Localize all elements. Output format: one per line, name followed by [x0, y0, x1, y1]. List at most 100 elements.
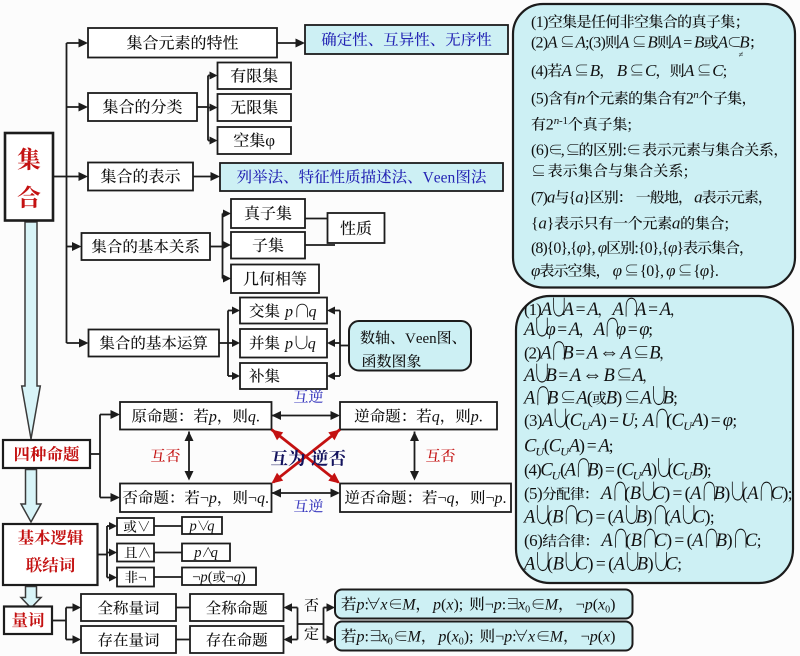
svg-text:): ): [727, 530, 733, 551]
svg-text:0: 0: [388, 637, 393, 648]
svg-text:n: n: [554, 115, 560, 127]
svg-text:φ: φ: [598, 238, 607, 257]
svg-text:¬: ¬: [495, 629, 504, 646]
svg-text:⇔: ⇔: [582, 364, 602, 386]
svg-text:): ): [616, 388, 622, 409]
svg-text:C: C: [576, 555, 589, 575]
svg-text:p: p: [208, 490, 217, 507]
svg-text:φ: φ: [700, 261, 709, 280]
svg-text:B: B: [587, 461, 598, 481]
svg-text:): ): [705, 507, 711, 528]
svg-text:): ): [610, 597, 615, 614]
svg-text:A: A: [540, 411, 554, 431]
svg-text:φ: φ: [577, 238, 586, 257]
svg-text:C: C: [672, 411, 685, 431]
svg-text:B: B: [631, 531, 642, 551]
svg-text:B: B: [630, 484, 641, 504]
svg-text:A: A: [522, 508, 536, 528]
svg-text:x: x: [517, 597, 525, 614]
svg-text:=: =: [648, 299, 658, 319]
svg-text:-1: -1: [559, 115, 568, 127]
svg-text:p: p: [356, 597, 365, 614]
svg-text:A: A: [668, 508, 682, 528]
svg-text:;: ;: [459, 597, 463, 614]
svg-text::: :: [365, 629, 369, 646]
svg-text:¬: ¬: [192, 570, 200, 586]
svg-text:A: A: [546, 33, 558, 52]
svg-text:A: A: [575, 33, 587, 52]
svg-text:U: U: [552, 468, 562, 482]
svg-text:A: A: [522, 555, 536, 575]
svg-text:φ: φ: [265, 131, 275, 150]
svg-text:p: p: [356, 629, 365, 646]
svg-text:B: B: [552, 508, 563, 528]
svg-text:p: p: [494, 490, 503, 507]
svg-text:A: A: [690, 531, 704, 551]
svg-text:(: (: [446, 629, 451, 646]
svg-text:;: ;: [677, 555, 681, 574]
svg-text:(7): (7): [531, 190, 548, 207]
svg-text:A: A: [630, 366, 644, 386]
svg-text:;: ;: [788, 484, 792, 503]
svg-text:): ): [648, 554, 654, 575]
svg-text:⇔: ⇔: [599, 342, 619, 364]
svg-text:;: ;: [707, 461, 711, 480]
svg-text:(: (: [665, 507, 671, 528]
svg-text:A: A: [567, 437, 581, 457]
svg-text::: :: [365, 597, 369, 614]
svg-text:): ): [702, 460, 708, 481]
svg-text:C: C: [693, 508, 706, 528]
svg-text:(: (: [441, 597, 446, 614]
svg-text:A: A: [599, 484, 613, 504]
svg-text:U: U: [560, 444, 570, 458]
svg-text:(1): (1): [531, 14, 548, 31]
svg-text:A: A: [539, 300, 553, 320]
svg-text:;: ;: [609, 437, 613, 456]
svg-text:q: q: [309, 304, 317, 321]
svg-text:}.: }.: [708, 263, 718, 280]
svg-text:A: A: [597, 437, 611, 457]
svg-text:x: x: [527, 629, 535, 646]
svg-text:C: C: [549, 437, 562, 457]
svg-text:A: A: [599, 531, 613, 551]
svg-text:B: B: [663, 389, 674, 409]
svg-text:¬: ¬: [486, 490, 495, 507]
svg-text:B: B: [636, 508, 647, 528]
svg-text:U: U: [582, 419, 592, 433]
svg-text:A: A: [670, 33, 682, 52]
svg-text:=: =: [587, 436, 597, 456]
svg-text:A: A: [688, 484, 702, 504]
svg-text:Veen: Veen: [423, 169, 456, 186]
svg-text:a: a: [547, 188, 555, 207]
svg-text:p: p: [437, 629, 446, 646]
svg-text:;: ;: [648, 320, 652, 339]
svg-text:C: C: [570, 411, 583, 431]
svg-text:U: U: [684, 468, 694, 482]
svg-text:q: q: [447, 490, 455, 507]
svg-text:p: p: [493, 597, 502, 614]
svg-text:¬: ¬: [248, 490, 257, 507]
svg-text:p: p: [503, 629, 512, 646]
svg-text:;: ;: [673, 389, 677, 408]
svg-text:A: A: [690, 411, 704, 431]
svg-text:=: =: [596, 507, 606, 527]
svg-text:x: x: [451, 629, 459, 646]
svg-text:A: A: [567, 320, 581, 340]
svg-text:(: (: [685, 483, 691, 504]
svg-text:Veen: Veen: [405, 331, 437, 347]
svg-text:φ: φ: [668, 238, 677, 257]
svg-text:2: 2: [546, 117, 554, 134]
svg-text:=: =: [628, 319, 638, 339]
svg-text:C: C: [672, 461, 685, 481]
svg-text:(5): (5): [524, 484, 542, 503]
svg-text:p: p: [199, 570, 207, 586]
svg-text:φ: φ: [639, 320, 649, 340]
svg-text:{: {: [569, 190, 576, 207]
svg-text:B: B: [553, 555, 564, 575]
svg-text:A: A: [612, 555, 626, 575]
svg-text:¬: ¬: [438, 490, 447, 507]
svg-text:}: }: [583, 190, 590, 207]
svg-text:=: =: [558, 365, 568, 385]
svg-text:p: p: [208, 409, 217, 426]
svg-text::: :: [502, 597, 506, 614]
